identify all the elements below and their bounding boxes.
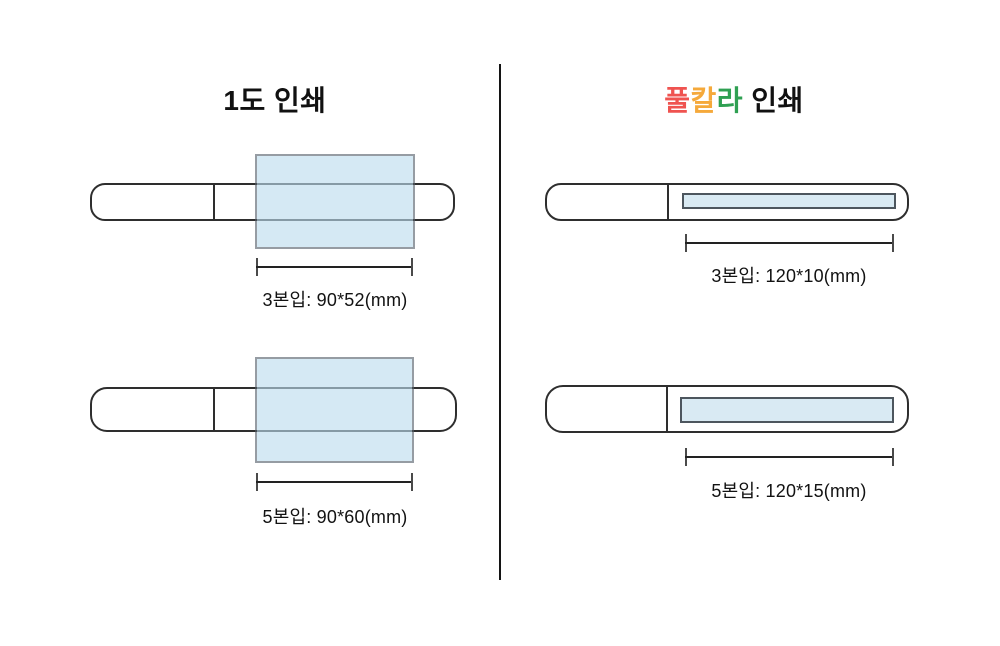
dimension-tick-right: [892, 448, 894, 466]
pen-cap-seam: [667, 184, 669, 220]
title-part-green: 라: [716, 85, 743, 116]
dimension-line: [256, 258, 413, 276]
dimension-line: [256, 473, 413, 491]
pen-cap-seam: [213, 388, 215, 431]
dimension-label: 3본입: 90*52(mm): [262, 290, 408, 310]
right-panel-title: 풀칼라 인쇄: [554, 79, 914, 119]
dimension-rule: [256, 481, 413, 483]
title-part-red: 풀: [664, 85, 691, 116]
dimension-rule: [256, 266, 413, 268]
print-area-overlay: [255, 357, 414, 463]
dimension-rule: [685, 242, 894, 244]
pen-cap-seam: [666, 386, 668, 432]
print-area-strip: [682, 193, 896, 209]
pen-cap-seam: [213, 184, 215, 220]
panel-divider-line: [499, 64, 501, 580]
dimension-line: [685, 234, 894, 252]
dimension-tick-right: [411, 258, 413, 276]
dimension-rule: [685, 456, 894, 458]
dimension-line: [685, 448, 894, 466]
title-part-black: 인쇄: [742, 85, 804, 116]
dimension-tick-right: [892, 234, 894, 252]
title-part-orange: 칼: [690, 85, 717, 116]
print-area-overlay: [255, 154, 415, 249]
left-panel-title: 1도 인쇄: [223, 85, 327, 116]
dimension-tick-right: [411, 473, 413, 491]
print-area-strip: [680, 397, 894, 423]
dimension-label: 3본입: 120*10(mm): [711, 266, 867, 286]
dimension-label: 5본입: 90*60(mm): [262, 507, 408, 527]
dimension-label: 5본입: 120*15(mm): [711, 481, 867, 501]
